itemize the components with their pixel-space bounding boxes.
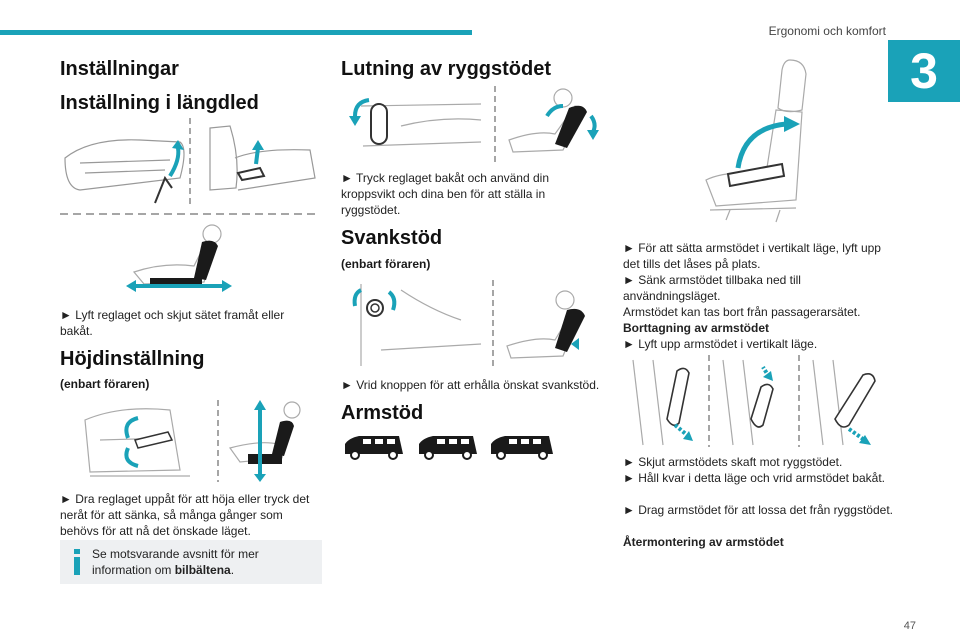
heading-height-adjust: Höjdinställning bbox=[60, 348, 205, 370]
vehicle-variants-row bbox=[341, 432, 557, 460]
text-length-adjust: ► Lyft reglaget och skjut sätet framåt e… bbox=[60, 308, 285, 338]
text-backrest-recline: ► Tryck reglaget bakåt och använd din kr… bbox=[341, 171, 549, 217]
page-number: 47 bbox=[903, 620, 916, 632]
info-text-seatbelts: bilbältena bbox=[174, 563, 231, 577]
header-accent-bar bbox=[0, 30, 472, 35]
info-icon bbox=[70, 549, 84, 575]
section-title: Ergonomi och komfort bbox=[768, 24, 886, 38]
subheading-driver-only: (enbart föraren) bbox=[60, 377, 150, 391]
subheading-lumbar-driver-only: (enbart föraren) bbox=[341, 257, 431, 271]
text-armrest-removable: Armstödet kan tas bort från passagerarsä… bbox=[623, 305, 861, 319]
heading-backrest-recline: Lutning av ryggstödet bbox=[341, 58, 551, 80]
chapter-number: 3 bbox=[910, 43, 938, 99]
backrest-recline-figure bbox=[341, 86, 603, 164]
text-lumbar: ► Vrid knoppen för att erhålla önskat sv… bbox=[341, 378, 600, 392]
heading-armrest-removal: Borttagning av armstödet bbox=[623, 321, 770, 335]
info-text-prefix: Se motsvarande avsnitt för mer informati… bbox=[92, 547, 259, 577]
text-armrest-raise: ► För att sätta armstödet i vertikalt lä… bbox=[623, 241, 881, 271]
info-text-suffix: . bbox=[230, 563, 235, 577]
text-armrest-hold-rotate: ► Håll kvar i detta läge och vrid armstö… bbox=[623, 471, 885, 485]
vehicle-van-icon bbox=[345, 436, 403, 460]
text-armrest-pull-release: ► Drag armstödet för att lossa det från … bbox=[623, 503, 893, 517]
heading-lumbar: Svankstöd bbox=[341, 227, 443, 249]
info-box: Se motsvarande avsnitt för mer informati… bbox=[60, 540, 322, 584]
seat-length-figure bbox=[60, 118, 320, 218]
heading-length-adjust: Inställning i längdled bbox=[60, 92, 259, 114]
text-armrest-lower: ► Sänk armstödet tillbaka ned till använ… bbox=[623, 273, 801, 303]
text-height-adjust: ► Dra reglaget uppåt för att höja eller … bbox=[60, 492, 310, 538]
text-armrest-push-shaft: ► Skjut armstödets skaft mot ryggstödet. bbox=[623, 455, 843, 469]
lumbar-figure bbox=[341, 280, 603, 370]
armrest-removal-figure bbox=[623, 355, 885, 447]
heading-armrest: Armstöd bbox=[341, 402, 424, 424]
armrest-raise-figure bbox=[686, 50, 816, 230]
chapter-tab: 3 bbox=[888, 40, 960, 102]
seat-height-figure bbox=[80, 400, 310, 482]
heading-settings: Inställningar bbox=[60, 58, 179, 80]
info-text: Se motsvarande avsnitt för mer informati… bbox=[92, 546, 318, 578]
heading-armrest-refit: Återmontering av armstödet bbox=[623, 535, 784, 549]
seat-slide-diagram bbox=[124, 222, 234, 298]
text-armrest-lift: ► Lyft upp armstödet i vertikalt läge. bbox=[623, 337, 818, 351]
